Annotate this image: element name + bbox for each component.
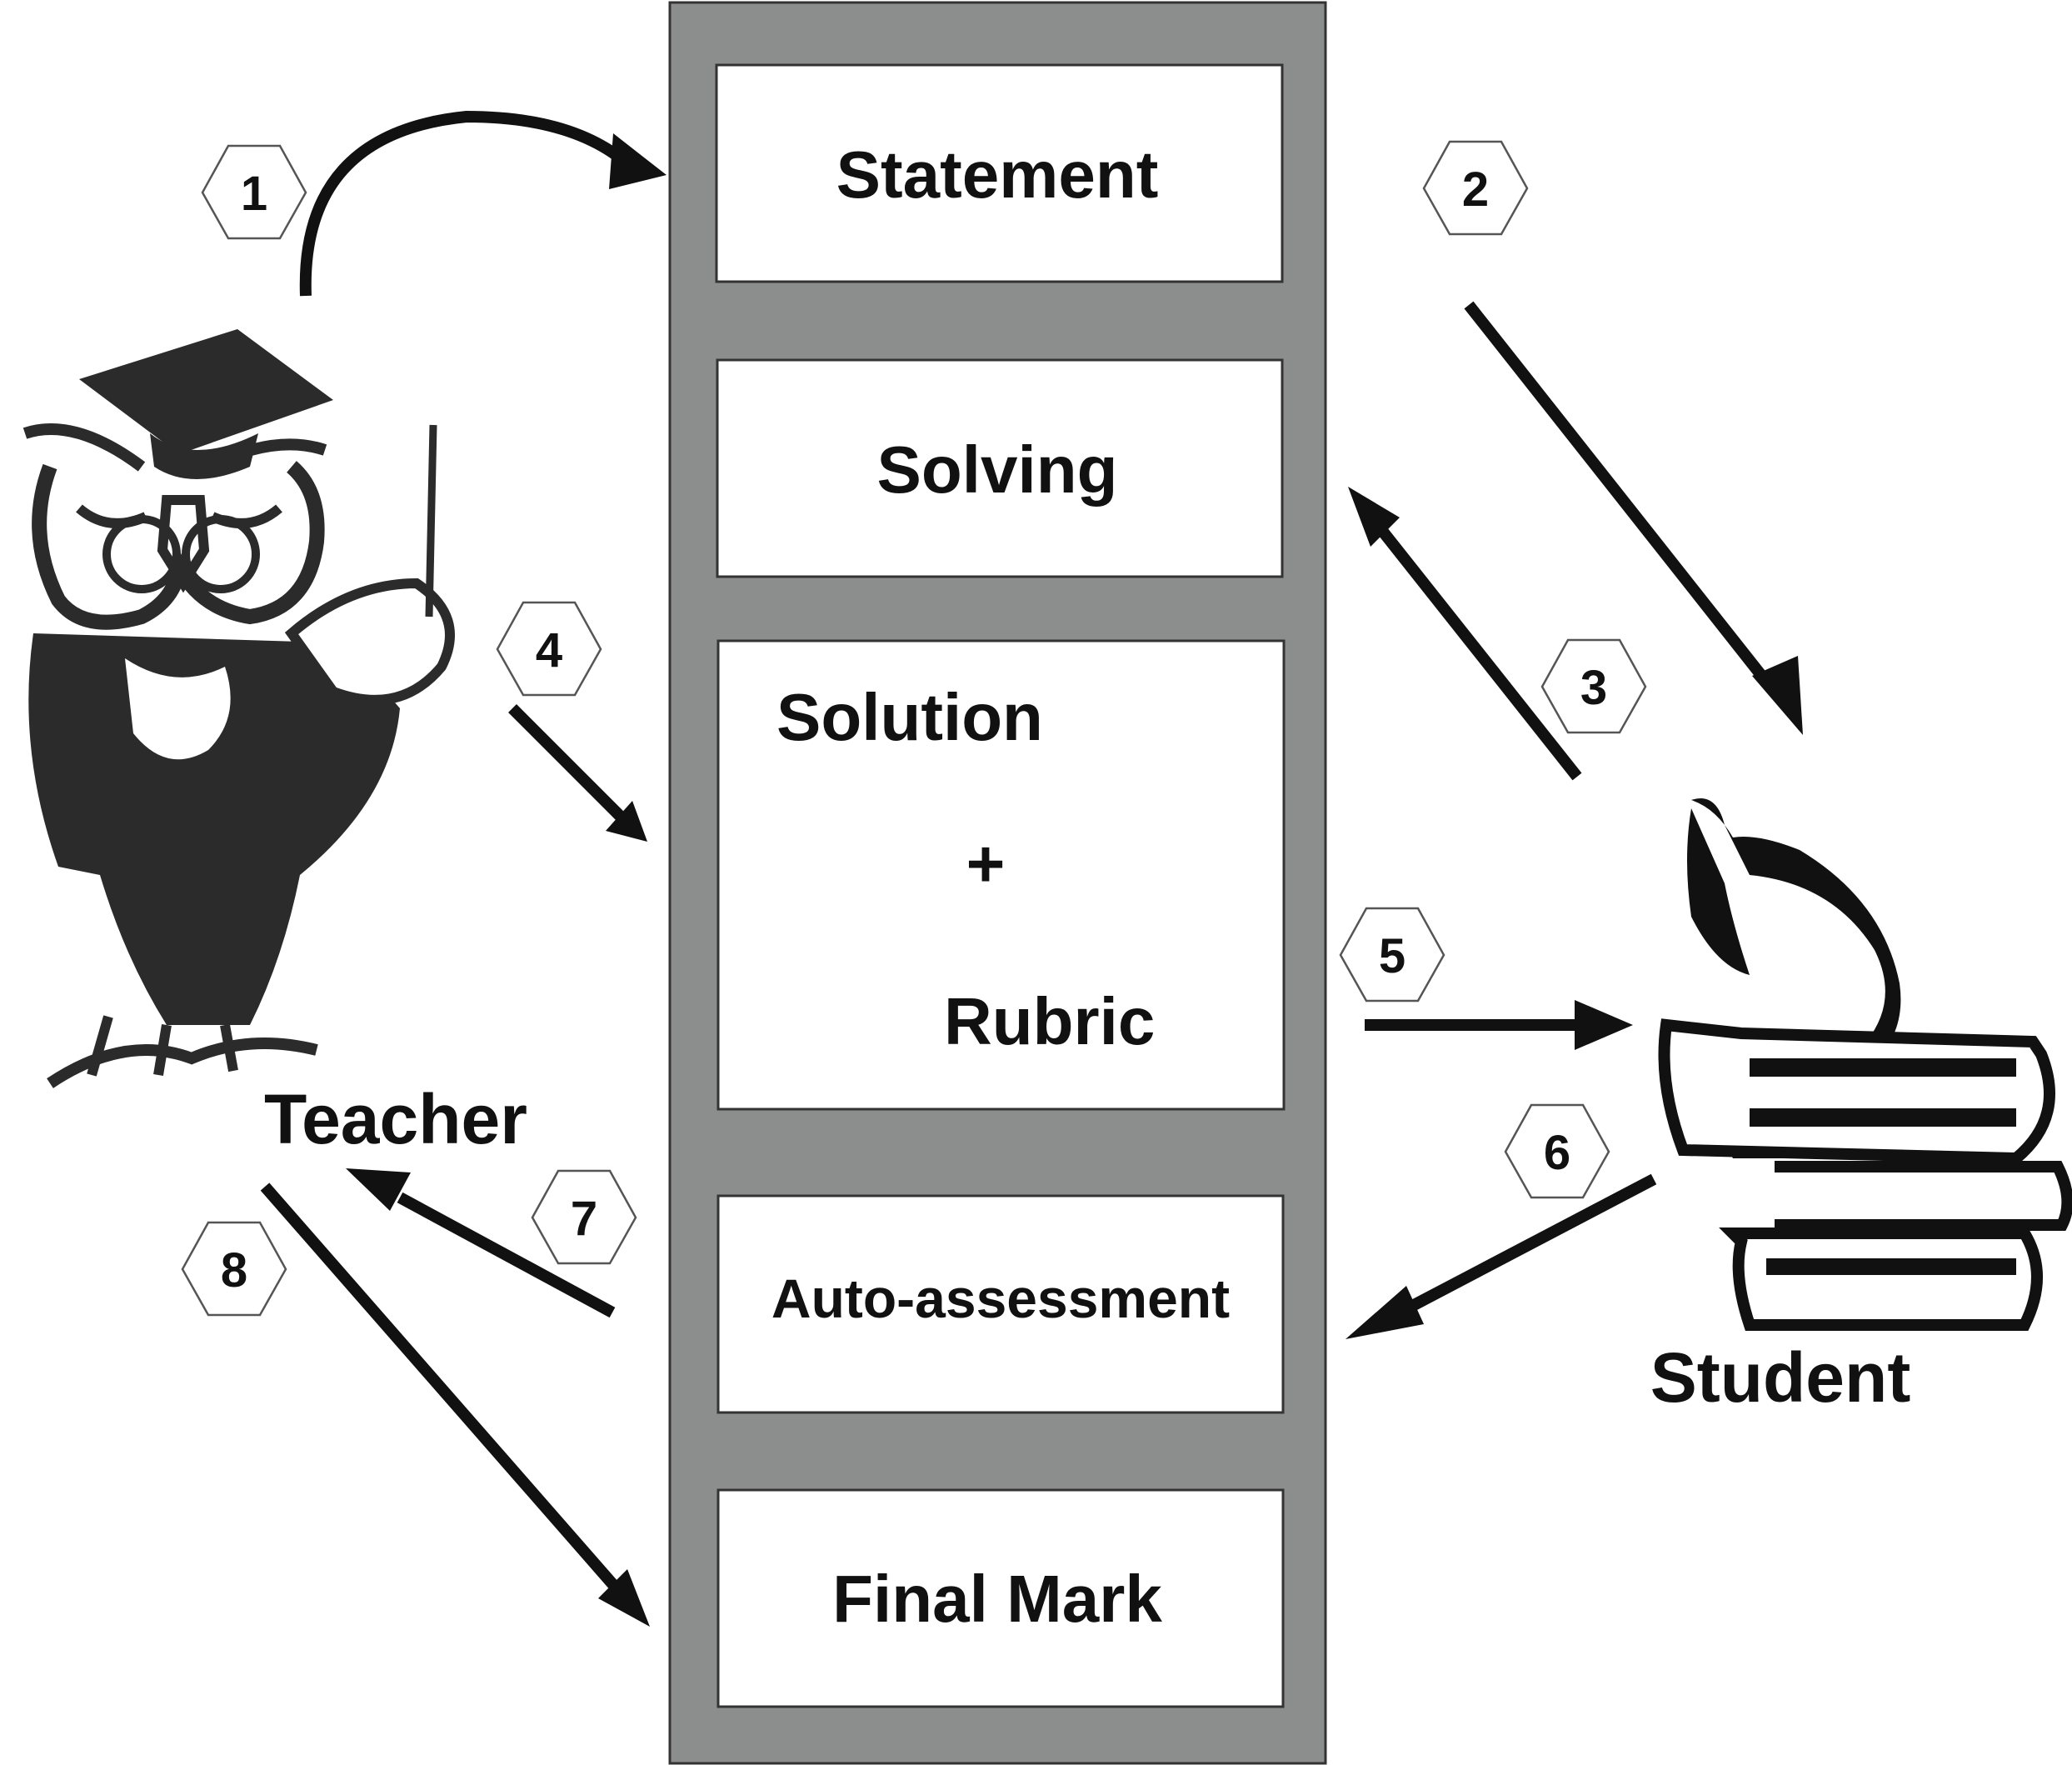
auto-assessment-box: Auto-assessment <box>716 1194 1285 1414</box>
arrow-3 <box>1348 487 1582 781</box>
step-2-badge: 2 <box>1422 140 1529 236</box>
student-label: Student <box>1650 1338 1911 1417</box>
arrow-8 <box>260 1182 650 1627</box>
svg-text:5: 5 <box>1379 929 1405 983</box>
svg-text:7: 7 <box>571 1192 597 1246</box>
solution-rubric-box: Solution + Rubric <box>716 639 1286 1111</box>
step-8-badge: 8 <box>181 1221 287 1317</box>
solving-label: Solving <box>877 432 1118 507</box>
arrow-6 <box>1346 1173 1657 1339</box>
thinker-on-books-icon <box>1658 798 2072 1331</box>
svg-text:2: 2 <box>1462 162 1489 217</box>
step-6-badge: 6 <box>1504 1103 1610 1199</box>
step-3-badge: 3 <box>1540 638 1647 734</box>
statement-label: Statement <box>836 138 1159 212</box>
solving-box: Solving <box>716 358 1284 578</box>
step-1-badge: 1 <box>201 144 307 240</box>
teacher-label: Teacher <box>264 1080 527 1158</box>
arrow-2 <box>1464 301 1803 735</box>
owl-teacher-icon <box>22 329 455 1088</box>
arrow-1 <box>299 110 667 297</box>
svg-text:6: 6 <box>1544 1126 1570 1180</box>
svg-text:8: 8 <box>221 1243 247 1298</box>
auto-assessment-label: Auto-assessment <box>771 1268 1230 1329</box>
arrow-7 <box>346 1168 616 1318</box>
plus-label: + <box>966 827 1006 901</box>
arrow-5 <box>1365 1000 1633 1050</box>
step-7-badge: 7 <box>531 1169 637 1265</box>
svg-text:1: 1 <box>241 167 267 221</box>
step-4-badge: 4 <box>496 601 602 697</box>
svg-text:4: 4 <box>536 623 562 678</box>
final-mark-box: Final Mark <box>716 1488 1285 1708</box>
statement-box: Statement <box>715 63 1284 283</box>
final-mark-label: Final Mark <box>832 1562 1162 1636</box>
svg-text:3: 3 <box>1580 661 1607 715</box>
arrow-4 <box>508 704 647 842</box>
rubric-label: Rubric <box>944 984 1155 1058</box>
step-5-badge: 5 <box>1339 907 1445 1002</box>
solution-label: Solution <box>776 680 1043 754</box>
